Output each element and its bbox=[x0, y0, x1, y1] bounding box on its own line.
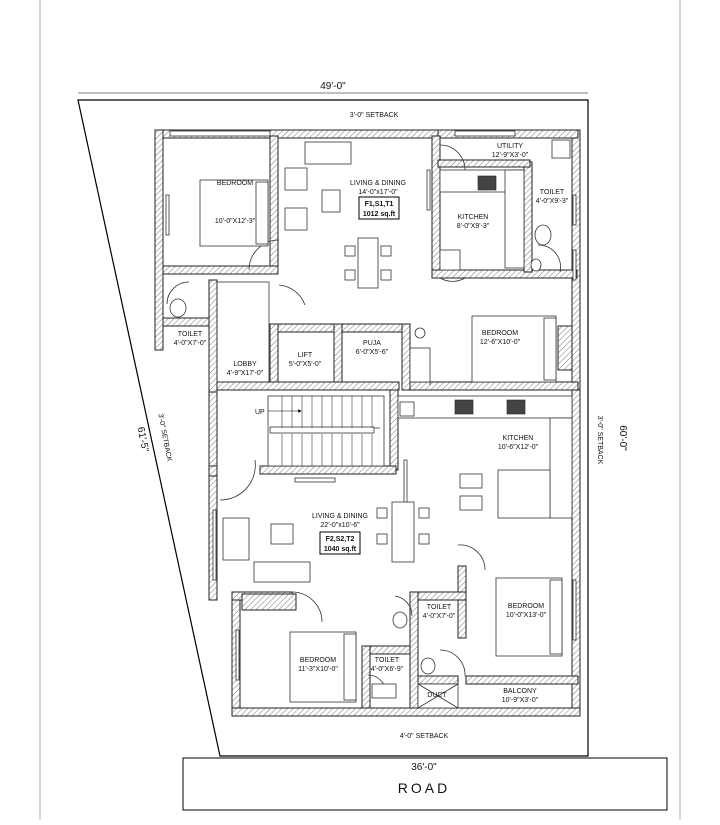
unit-bottom-line1: F2,S2,T2 bbox=[326, 536, 355, 543]
dimension-right: 60'-0" bbox=[617, 425, 628, 451]
staircase: UP bbox=[255, 395, 385, 467]
room-label-kitchen-bottom: KITCHEN 10'-6"X12'-0" bbox=[498, 435, 539, 451]
lobby-name: LOBBY bbox=[233, 361, 257, 368]
room-label-lobby: LOBBY 4'-9"X17'-0" bbox=[227, 361, 264, 377]
dimension-top: 49'-0" bbox=[78, 81, 588, 94]
dimension-right-text: 60'-0" bbox=[617, 425, 628, 451]
kitchen-bottom-size: 10'-6"X12'-0" bbox=[498, 444, 539, 451]
toilet-w-size: 4'-0"X7'-0" bbox=[174, 340, 207, 347]
setback-right: 3'-0" SETBACK bbox=[596, 416, 603, 465]
room-label-utility: UTILITY 12'-9"X3'-0" bbox=[492, 143, 529, 159]
puja-name: PUJA bbox=[363, 340, 381, 347]
road-box bbox=[182, 757, 668, 811]
toilet-mid-name: TOILET bbox=[427, 604, 452, 611]
site-boundary bbox=[77, 99, 589, 757]
bedroom-e-size: 12'-6"X10'-0" bbox=[480, 339, 521, 346]
toilet-mid-size: 4'-0"X7'-0" bbox=[423, 613, 456, 620]
room-label-toilet-ne: TOILET 4'-0"X9'-3" bbox=[536, 189, 569, 205]
bedroom-se-size: 10'-0"X13'-0" bbox=[506, 612, 547, 619]
duct-name: DUCT bbox=[427, 692, 447, 699]
bedroom-nw-size: 10'-0"X12'-3" bbox=[215, 218, 256, 225]
room-label-bedroom-e: BEDROOM 12'-6"X10'-0" bbox=[480, 330, 521, 346]
windows bbox=[165, 130, 577, 681]
room-label-bedroom-sw: BEDROOM 11'-3"X10'-0" bbox=[298, 657, 338, 673]
dimension-bottom-text: 36'-0" bbox=[411, 762, 437, 773]
puja-size: 6'-0"X5'-6" bbox=[356, 349, 389, 356]
bedroom-e-name: BEDROOM bbox=[482, 330, 518, 337]
setback-bottom: 4'-0" SETBACK bbox=[400, 733, 449, 740]
toilet-s-size: 4'-0"X6'-9" bbox=[371, 666, 404, 673]
room-label-bedroom-nw: BEDROOM 10'-0"X12'-3" bbox=[215, 180, 256, 225]
lobby-area bbox=[216, 281, 270, 383]
setback-left: 3'-0" SETBACK bbox=[156, 413, 172, 462]
utility-size: 12'-9"X3'-0" bbox=[492, 152, 529, 159]
toilet-ne-size: 4'-0"X9'-3" bbox=[536, 198, 569, 205]
unit-tag-top: F1,S1,T1 1012 sq.ft bbox=[358, 196, 400, 220]
room-label-lift: LIFT 5'-0"X5'-0" bbox=[289, 352, 322, 368]
toilet-s-name: TOILET bbox=[375, 657, 400, 664]
kitchen-bottom-name: KITCHEN bbox=[503, 435, 534, 442]
room-label-toilet-w: TOILET 4'-0"X7'-0" bbox=[174, 331, 207, 347]
unit-tag-bottom-box bbox=[319, 531, 361, 555]
balcony-size: 10'-9"X3'-0" bbox=[502, 697, 539, 704]
toilet-ne-name: TOILET bbox=[540, 189, 565, 196]
bedroom-sw-size: 11'-3"X10'-0" bbox=[298, 666, 338, 673]
living-top-size: 14'-0"x17'-0" bbox=[358, 189, 398, 196]
bedroom-se-name: BEDROOM bbox=[508, 603, 544, 610]
room-label-living-top: LIVING & DINING 14'-0"x17'-0" bbox=[350, 180, 406, 196]
room-label-living-bottom: LIVING & DINING 22'-0"x10'-6" bbox=[312, 513, 368, 529]
room-label-toilet-s: TOILET 4'-0"X6'-9" bbox=[371, 657, 404, 673]
utility-name: UTILITY bbox=[497, 143, 523, 150]
lift-size: 5'-0"X5'-0" bbox=[289, 361, 322, 368]
unit-top-line2: 1012 sq.ft bbox=[363, 211, 396, 218]
lobby-size: 4'-9"X17'-0" bbox=[227, 370, 264, 377]
toilet-w-name: TOILET bbox=[178, 331, 203, 338]
room-label-puja: PUJA 6'-0"X5'-6" bbox=[356, 340, 389, 356]
bedroom-nw-name: BEDROOM bbox=[217, 180, 253, 187]
balcony-name: BALCONY bbox=[503, 688, 537, 695]
living-bottom-size: 22'-0"x10'-6" bbox=[320, 522, 360, 529]
lift-name: LIFT bbox=[298, 352, 313, 359]
kitchen-top-name: KITCHEN bbox=[458, 214, 489, 221]
bedroom-sw-name: BEDROOM bbox=[300, 657, 336, 664]
room-label-toilet-mid: TOILET 4'-0"X7'-0" bbox=[423, 604, 456, 620]
room-label-kitchen-top: KITCHEN 8'-0"X9'-3" bbox=[457, 214, 490, 230]
setback-top: 3'-0" SETBACK bbox=[350, 112, 399, 119]
unit-tag-bottom: F2,S2,T2 1040 sq.ft bbox=[319, 531, 361, 555]
living-bottom-name: LIVING & DINING bbox=[312, 513, 368, 520]
dimension-left: 61'-5" bbox=[135, 426, 151, 454]
room-label-bedroom-se: BEDROOM 10'-0"X13'-0" bbox=[506, 603, 547, 619]
dimension-top-text: 49'-0" bbox=[320, 81, 346, 92]
unit-tag-top-box bbox=[358, 196, 400, 220]
dimension-left-text: 61'-5" bbox=[135, 426, 151, 454]
kitchen-top-size: 8'-0"X9'-3" bbox=[457, 223, 490, 230]
stair-up-label: UP bbox=[255, 409, 265, 416]
furniture bbox=[169, 139, 573, 709]
living-top-name: LIVING & DINING bbox=[350, 180, 406, 187]
room-label-balcony: BALCONY 10'-9"X3'-0" bbox=[502, 688, 539, 704]
unit-top-line1: F1,S1,T1 bbox=[365, 201, 394, 208]
road-label: ROAD bbox=[398, 780, 450, 796]
unit-bottom-line2: 1040 sq.ft bbox=[324, 546, 357, 553]
